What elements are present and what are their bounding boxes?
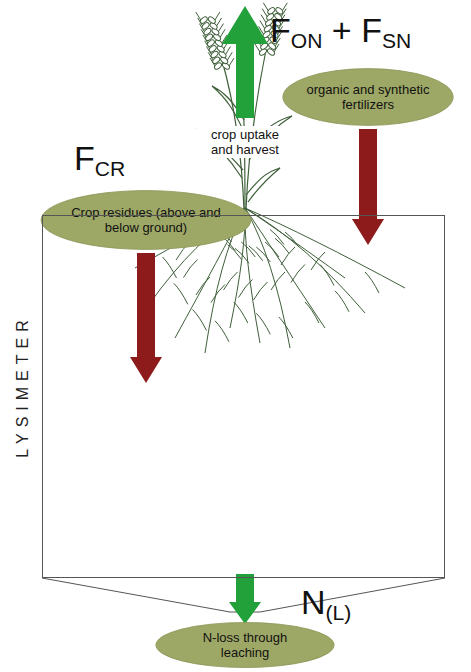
flow-arrow <box>229 574 261 624</box>
flux-symbol: FON + FSN <box>270 10 411 61</box>
flow-arrow <box>130 253 162 383</box>
ellipse-text: N-loss through leaching <box>177 630 313 660</box>
ellipse-text: Crop residues (above and below ground) <box>62 205 230 235</box>
flux-ellipse: FCRCrop residues (above and below ground… <box>40 190 252 250</box>
lysimeter-label: LYSIMETER <box>14 314 32 458</box>
lysimeter-box: LYSIMETER <box>42 215 445 578</box>
flow-arrow <box>352 129 384 245</box>
flux-symbol: N(L) <box>301 582 351 633</box>
flux-symbol: FCR <box>74 138 125 189</box>
ellipse-text: organic and synthetic fertilizers <box>304 82 432 112</box>
flux-ellipse: N(L)N-loss through leaching <box>155 622 335 668</box>
plant-label: crop uptake and harvest <box>196 126 294 158</box>
flux-ellipse: FON + FSNorganic and synthetic fertilize… <box>282 68 454 126</box>
uptake-arrow <box>222 6 268 118</box>
